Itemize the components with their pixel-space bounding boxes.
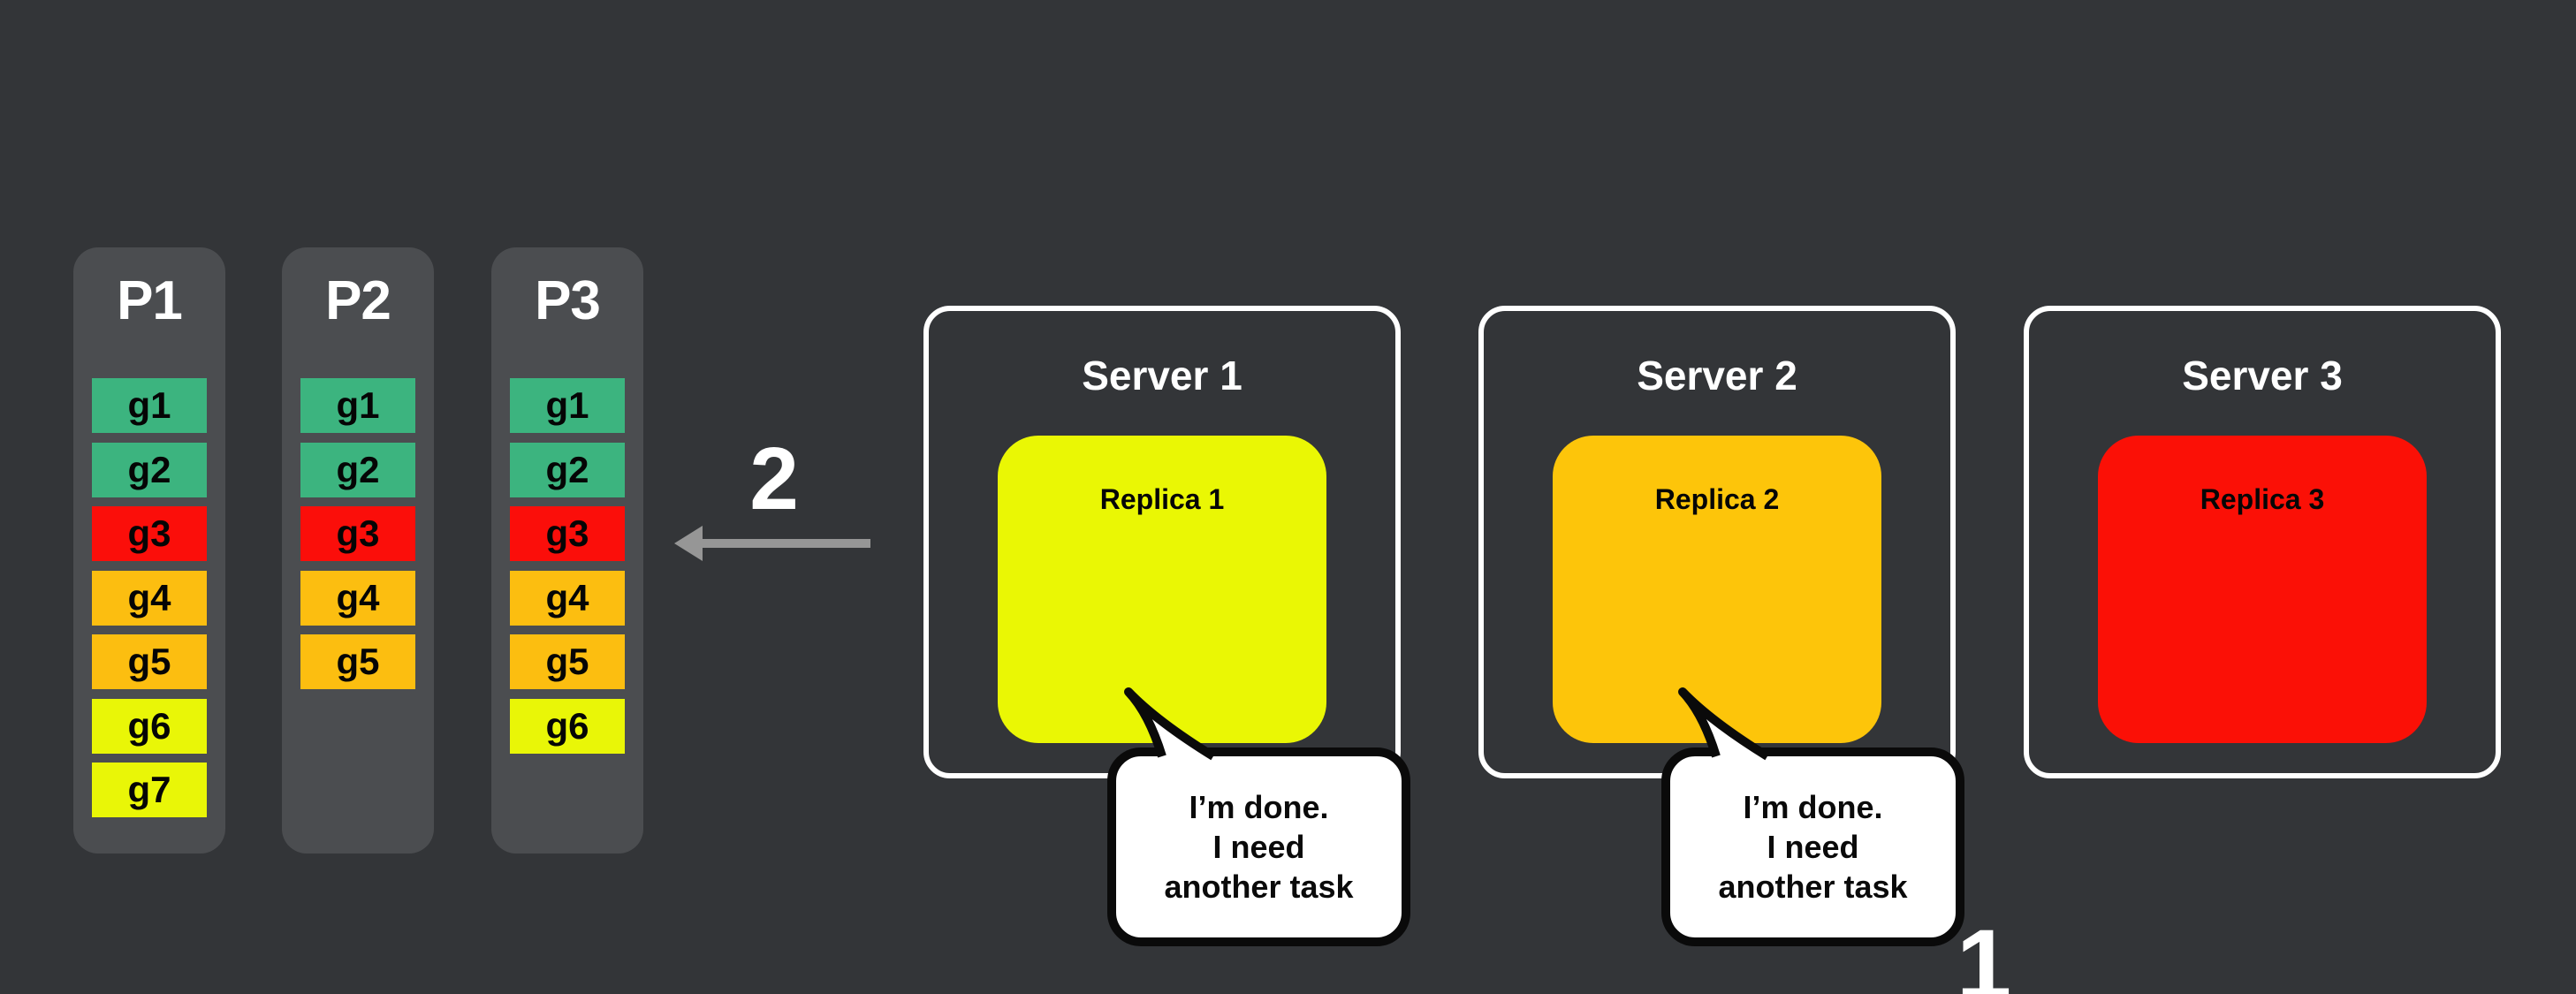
partition-p2-task-list: g1 g2 g3 g4 g5 bbox=[300, 378, 415, 689]
speech-bubble-server-2: I’m done. I need another task bbox=[1654, 680, 1972, 954]
server-2-box: Server 2 Replica 2 bbox=[1478, 306, 1956, 778]
partition-p1-title: P1 bbox=[117, 270, 183, 331]
replica-1-label: Replica 1 bbox=[1099, 483, 1225, 515]
task-block: g2 bbox=[300, 442, 415, 497]
task-block: g4 bbox=[510, 570, 625, 626]
task-block: g4 bbox=[300, 570, 415, 626]
server-1-title: Server 1 bbox=[1082, 353, 1242, 398]
task-block: g6 bbox=[92, 698, 207, 754]
partition-p1-task-list: g1 g2 g3 g4 g5 g6 g7 bbox=[92, 378, 207, 817]
speech-bubble-text: I’m done. I need another task bbox=[1666, 752, 1960, 942]
server-3-title: Server 3 bbox=[2182, 353, 2343, 398]
speech-bubble-text: I’m done. I need another task bbox=[1112, 752, 1406, 942]
step-1-label: 1 bbox=[1956, 909, 2012, 994]
step-2-label: 2 bbox=[749, 429, 799, 528]
bubble-line: I’m done. bbox=[1189, 789, 1329, 825]
partition-p2: P2 g1 g2 g3 g4 g5 bbox=[282, 247, 434, 854]
bubble-line: I need bbox=[1212, 829, 1305, 865]
speech-bubble-tail bbox=[1678, 687, 1770, 761]
speech-bubble-server-1: I’m done. I need another task bbox=[1100, 680, 1418, 954]
task-block: g3 bbox=[300, 506, 415, 561]
partition-p3-title: P3 bbox=[535, 270, 601, 331]
task-block: g6 bbox=[510, 698, 625, 754]
task-block: g3 bbox=[92, 506, 207, 561]
bubble-line: another task bbox=[1718, 869, 1908, 905]
replica-1-box: Replica 1 bbox=[998, 436, 1326, 743]
replica-3-box: Replica 3 bbox=[2098, 436, 2427, 743]
task-block: g1 bbox=[510, 378, 625, 433]
task-block: g4 bbox=[92, 570, 207, 626]
speech-bubble-shape bbox=[1661, 687, 1964, 946]
task-block: g2 bbox=[92, 442, 207, 497]
task-block: g2 bbox=[510, 442, 625, 497]
replica-3-label: Replica 3 bbox=[2200, 483, 2325, 515]
replica-2-label: Replica 2 bbox=[1654, 483, 1780, 515]
partition-p3-task-list: g1 g2 g3 g4 g5 g6 bbox=[510, 378, 625, 754]
arrow-head-left-icon bbox=[674, 526, 703, 561]
task-block: g7 bbox=[92, 763, 207, 817]
server-3-box: Server 3 Replica 3 bbox=[2024, 306, 2501, 778]
bubble-line: I need bbox=[1767, 829, 1859, 865]
replica-2-box: Replica 2 bbox=[1553, 436, 1881, 743]
task-block: g3 bbox=[510, 506, 625, 561]
speech-bubble-shape bbox=[1107, 687, 1410, 946]
task-return-arrow bbox=[674, 526, 870, 561]
task-block: g5 bbox=[92, 634, 207, 689]
task-block: g5 bbox=[300, 634, 415, 689]
task-block: g1 bbox=[92, 378, 207, 433]
bubble-line: I’m done. bbox=[1743, 789, 1883, 825]
server-2-title: Server 2 bbox=[1637, 353, 1797, 398]
bubble-line: another task bbox=[1164, 869, 1354, 905]
server-1-box: Server 1 Replica 1 bbox=[923, 306, 1401, 778]
speech-bubble-tail bbox=[1124, 687, 1216, 761]
partition-p3: P3 g1 g2 g3 g4 g5 g6 bbox=[491, 247, 643, 854]
partition-p1: P1 g1 g2 g3 g4 g5 g6 g7 bbox=[73, 247, 225, 854]
partition-p2-title: P2 bbox=[325, 270, 391, 331]
task-block: g5 bbox=[510, 634, 625, 689]
task-block: g1 bbox=[300, 378, 415, 433]
